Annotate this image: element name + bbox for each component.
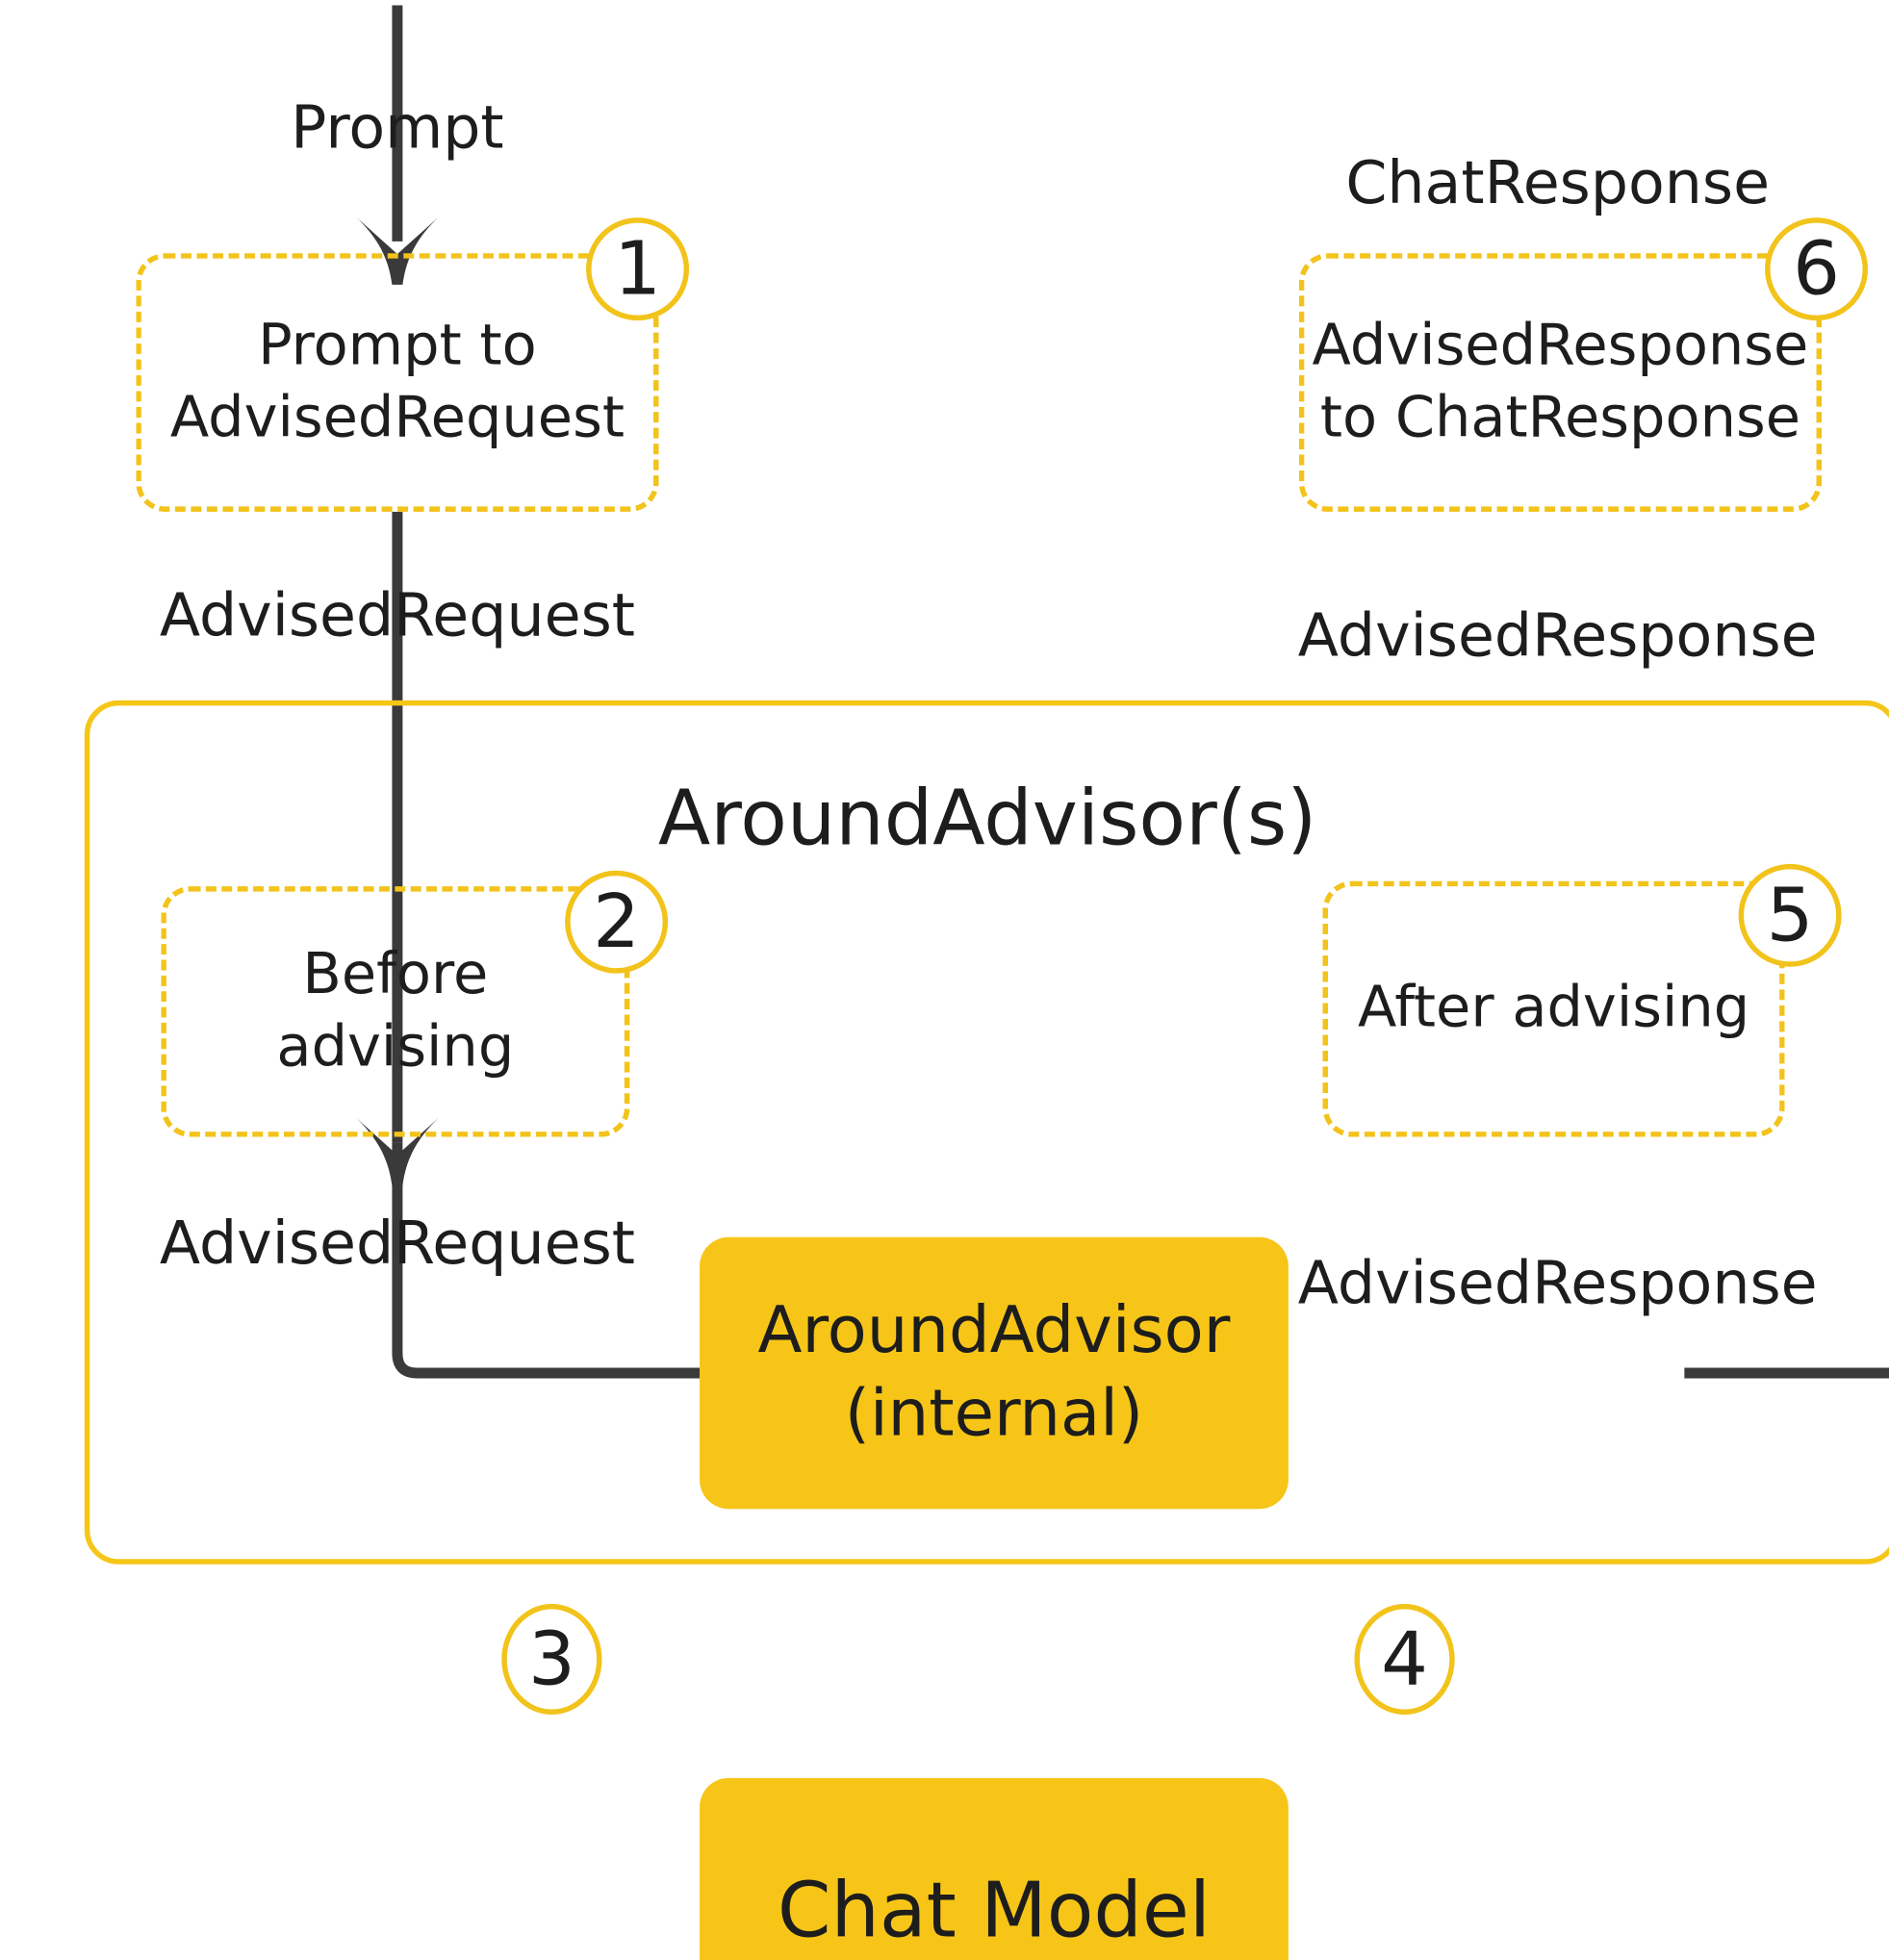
edge-label-advised-response-2: AdvisedResponse bbox=[1297, 599, 1818, 671]
badge-3: 3 bbox=[501, 1603, 602, 1716]
edge-label-advised-request-2: AdvisedRequest bbox=[159, 1208, 635, 1279]
badge-6: 6 bbox=[1765, 217, 1869, 321]
node-line-2: to ChatResponse bbox=[1319, 385, 1800, 451]
badge-2: 2 bbox=[565, 870, 669, 974]
node-line-2: AdvisedRequest bbox=[169, 385, 625, 451]
node-around-advisor-internal[interactable]: AroundAdvisor (internal) bbox=[700, 1236, 1289, 1510]
badge-5: 5 bbox=[1738, 863, 1842, 967]
container-around-advisors bbox=[84, 700, 1889, 1565]
badge-1: 1 bbox=[586, 217, 690, 321]
node-prompt-to-advised-request[interactable]: Prompt to AdvisedRequest bbox=[136, 253, 659, 512]
node-prompt-to-advised-request-label: Prompt to AdvisedRequest bbox=[170, 310, 625, 455]
node-line-1: Prompt to bbox=[258, 312, 537, 379]
node-advised-response-to-chat-response-label: AdvisedResponse to ChatResponse bbox=[1313, 310, 1809, 455]
node-before-advising[interactable]: Before advising bbox=[161, 886, 630, 1137]
badge-4: 4 bbox=[1354, 1603, 1455, 1716]
node-around-advisor-internal-label: AroundAdvisor (internal) bbox=[758, 1290, 1231, 1456]
edge-label-advised-response-1: AdvisedResponse bbox=[1297, 1247, 1818, 1318]
node-line-1: Before bbox=[302, 941, 489, 1008]
node-line-2: (internal) bbox=[844, 1375, 1144, 1451]
node-line-1: After advising bbox=[1357, 975, 1750, 1042]
node-chat-model[interactable]: Chat Model bbox=[700, 1777, 1289, 1960]
node-after-advising[interactable]: After advising bbox=[1322, 880, 1785, 1137]
node-line-1: AdvisedResponse bbox=[1312, 312, 1809, 379]
node-after-advising-label: After advising bbox=[1358, 973, 1749, 1045]
node-advised-response-to-chat-response[interactable]: AdvisedResponse to ChatResponse bbox=[1298, 253, 1823, 512]
edge-label-advised-request-1: AdvisedRequest bbox=[159, 580, 635, 650]
container-around-advisors-title: AroundAdvisor(s) bbox=[657, 773, 1317, 863]
edge-label-chatresponse-out: ChatResponse bbox=[1345, 147, 1771, 218]
node-before-advising-label: Before advising bbox=[276, 939, 514, 1084]
edge-label-prompt-in: Prompt bbox=[291, 91, 504, 163]
node-chat-model-label: Chat Model bbox=[777, 1865, 1211, 1955]
node-line-1: AroundAdvisor bbox=[757, 1292, 1231, 1368]
node-line-2: advising bbox=[276, 1014, 515, 1081]
